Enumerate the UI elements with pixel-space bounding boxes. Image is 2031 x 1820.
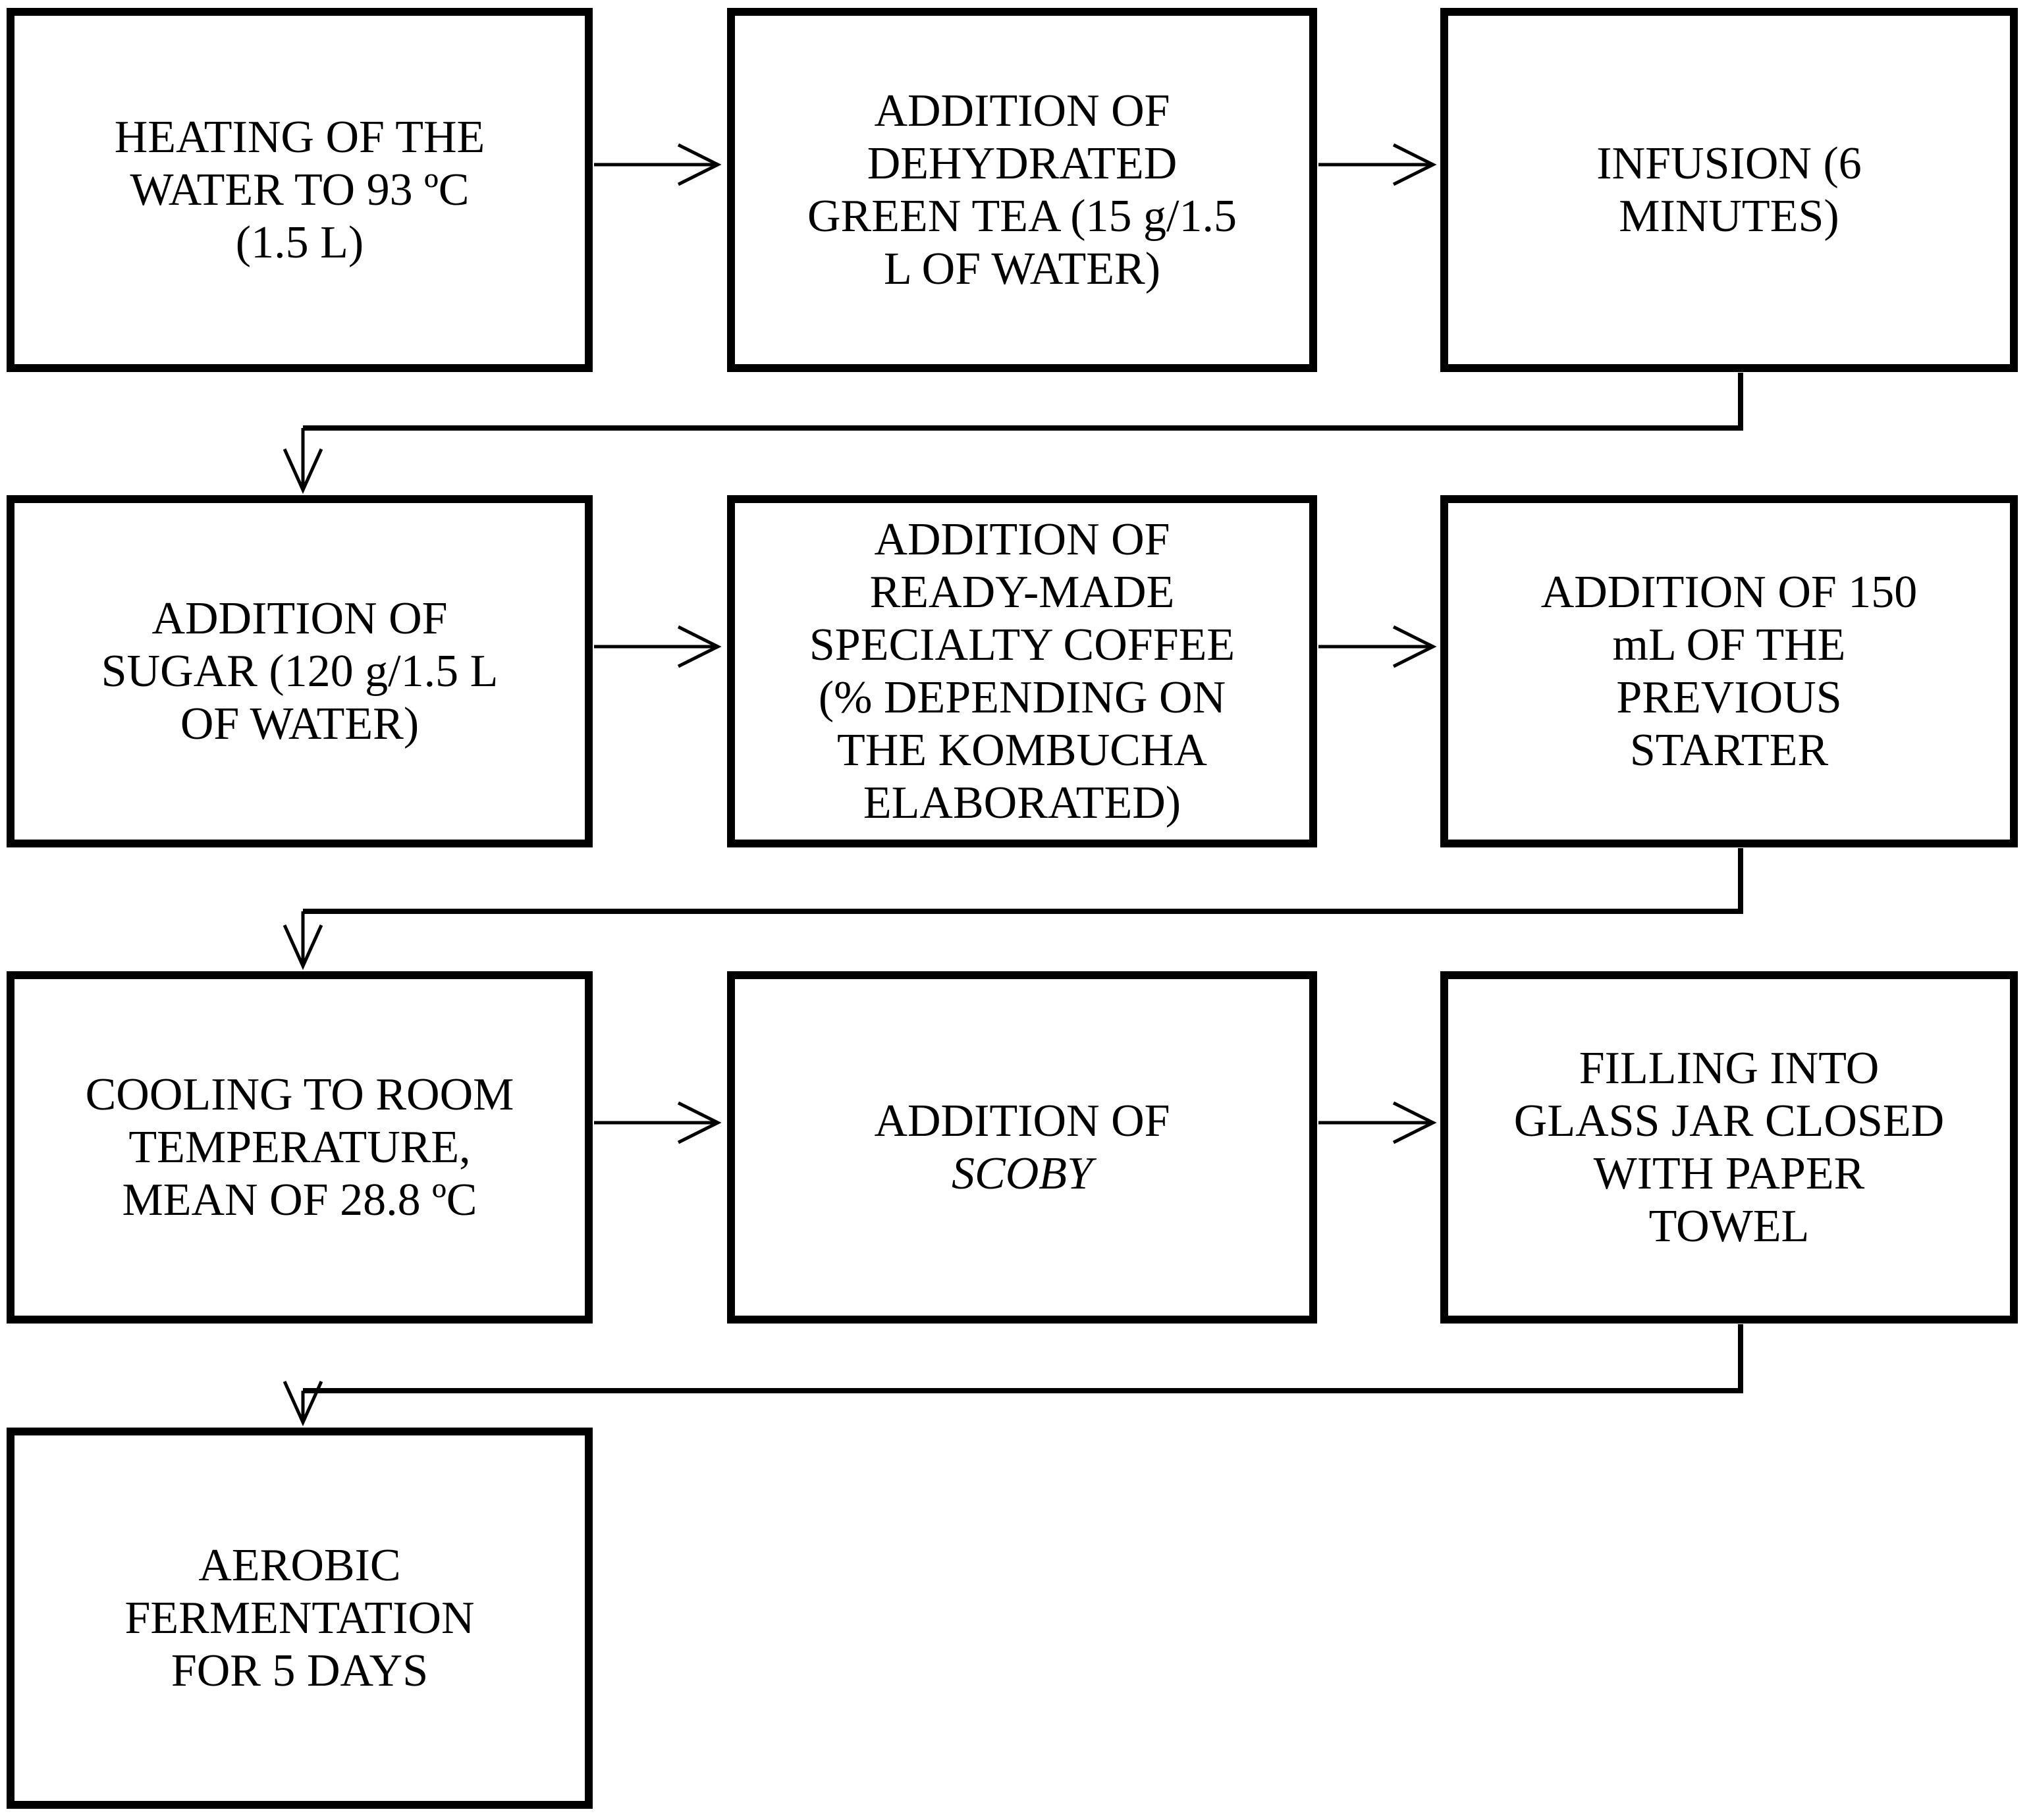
box-line: (% DEPENDING ON xyxy=(818,672,1226,723)
box-line: OF WATER) xyxy=(180,698,420,749)
box-addition-specialty-coffee: ADDITION OF READY-MADE SPECIALTY COFFEE … xyxy=(727,495,1317,847)
box-line: (1.5 L) xyxy=(235,217,364,268)
box-line: FERMENTATION xyxy=(124,1592,475,1644)
box-line: COOLING TO ROOM xyxy=(85,1069,514,1120)
box-line: INFUSION (6 xyxy=(1596,138,1862,189)
connector-infusion-to-sugar xyxy=(283,373,1743,495)
box-line: THE KOMBUCHA xyxy=(837,724,1207,776)
box-line: AEROBIC xyxy=(198,1539,401,1591)
box-line: ADDITION OF 150 xyxy=(1540,566,1918,618)
arrow-scoby-to-glass-jar xyxy=(1318,1101,1437,1144)
box-addition-sugar: ADDITION OF SUGAR (120 g/1.5 L OF WATER) xyxy=(7,495,593,847)
box-filling-glass-jar: FILLING INTO GLASS JAR CLOSED WITH PAPER… xyxy=(1440,971,2018,1324)
box-line: mL OF THE xyxy=(1612,619,1846,670)
arrow-heating-to-green-tea xyxy=(594,143,722,186)
box-line: SPECIALTY COFFEE xyxy=(809,619,1235,670)
box-line: ADDITION OF xyxy=(874,514,1170,565)
box-line: FILLING INTO xyxy=(1579,1042,1880,1094)
box-aerobic-fermentation: AEROBIC FERMENTATION FOR 5 DAYS xyxy=(7,1428,593,1809)
box-line: SUGAR (120 g/1.5 L xyxy=(101,645,499,697)
box-line: WATER TO 93 ºC xyxy=(130,164,470,215)
box-line: FOR 5 DAYS xyxy=(171,1645,429,1696)
box-line: L OF WATER) xyxy=(884,243,1160,294)
box-line: MINUTES) xyxy=(1619,190,1839,242)
arrow-green-tea-to-infusion xyxy=(1318,143,1437,186)
box-addition-scoby: ADDITION OF SCOBY xyxy=(727,971,1317,1324)
box-line: GREEN TEA (15 g/1.5 xyxy=(807,190,1237,242)
connector-previous-starter-to-cooling xyxy=(283,848,1743,971)
box-line: PREVIOUS xyxy=(1616,672,1842,723)
box-cooling-room-temperature: COOLING TO ROOM TEMPERATURE, MEAN OF 28.… xyxy=(7,971,593,1324)
arrow-specialty-coffee-to-previous-starter xyxy=(1318,625,1437,668)
box-line: MEAN OF 28.8 ºC xyxy=(122,1174,477,1225)
box-heating-water: HEATING OF THE WATER TO 93 ºC (1.5 L) xyxy=(7,8,593,372)
box-line: WITH PAPER xyxy=(1593,1148,1865,1199)
box-line: HEATING OF THE xyxy=(114,111,485,163)
box-line: READY-MADE xyxy=(869,566,1175,618)
box-line: ADDITION OF xyxy=(151,593,448,644)
box-infusion: INFUSION (6 MINUTES) xyxy=(1440,8,2018,372)
box-line: ELABORATED) xyxy=(863,777,1181,828)
scoby-italic-text: SCOBY xyxy=(952,1148,1093,1199)
arrow-cooling-to-scoby xyxy=(594,1101,722,1144)
box-addition-previous-starter: ADDITION OF 150 mL OF THE PREVIOUS START… xyxy=(1440,495,2018,847)
arrow-sugar-to-specialty-coffee xyxy=(594,625,722,668)
box-line: STARTER xyxy=(1629,724,1829,776)
box-line: GLASS JAR CLOSED xyxy=(1513,1095,1945,1146)
box-line: ADDITION OF xyxy=(874,1095,1170,1146)
box-line: TOWEL xyxy=(1648,1200,1810,1252)
box-line: ADDITION OF xyxy=(874,85,1170,136)
box-line: TEMPERATURE, xyxy=(128,1121,471,1173)
box-addition-green-tea: ADDITION OF DEHYDRATED GREEN TEA (15 g/1… xyxy=(727,8,1317,372)
box-line: DEHYDRATED xyxy=(867,138,1178,189)
connector-glass-jar-to-fermentation xyxy=(283,1324,1743,1427)
